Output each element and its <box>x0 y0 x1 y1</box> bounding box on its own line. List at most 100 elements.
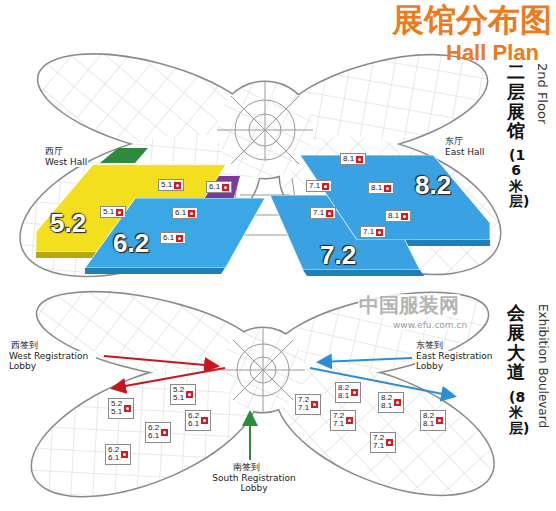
sign-text: 8.28.1 <box>381 394 392 411</box>
sign-icon <box>376 229 383 236</box>
sign-board: 7.27.1 <box>330 410 356 431</box>
hall-number: 7.2 <box>320 240 356 271</box>
sign-board: 6.26.1 <box>185 410 211 431</box>
hall-number: 8.2 <box>415 170 451 201</box>
lobby-name: 西签到 <box>10 340 39 350</box>
sign-text: 5.25.1 <box>111 400 122 417</box>
watermark: 中国服装网 <box>358 294 460 317</box>
floor-name: 会展大道 <box>506 303 526 382</box>
hall-number: 8.1 <box>343 155 354 163</box>
hall-number: 7.1 <box>363 228 374 236</box>
sign-board: 8.1 <box>340 153 366 165</box>
sign-board: 7.27.1 <box>295 394 321 415</box>
sign-board: 8.28.1 <box>378 392 404 413</box>
hall-number: 7.1 <box>333 420 344 428</box>
sign-icon <box>356 156 363 163</box>
floor-name-en: 2nd Floor <box>534 62 549 125</box>
sign-icon <box>186 391 193 398</box>
hall-number: 7.1 <box>313 209 324 217</box>
hall-name-en: West Hall <box>44 157 88 167</box>
sign-icon <box>176 235 183 242</box>
sign-icon <box>174 182 181 189</box>
hall-number: 5.1 <box>173 394 184 402</box>
hall-number: 5.1 <box>161 181 172 189</box>
floor-name-en: Exhibition Boulevard <box>535 303 549 429</box>
sign-board: 5.1 <box>100 206 126 218</box>
sign-icon <box>161 429 168 436</box>
hall-name: 东厅 <box>444 136 464 146</box>
hall-number: 7.2 <box>333 412 344 420</box>
sign-board: 6.1 <box>206 181 232 193</box>
sign-text: 7.27.1 <box>373 434 384 451</box>
sign-text: 8.28.1 <box>423 412 434 429</box>
sign-board: 5.25.1 <box>108 398 134 419</box>
sign-text: 8.1 <box>371 184 382 192</box>
hall-number: 6.2 <box>113 228 149 259</box>
subtitle: Hall Plan <box>445 40 540 65</box>
hall-number: 8.1 <box>381 402 392 410</box>
hall-number: 7.1 <box>309 182 320 190</box>
lobby-name-en: West Registration Lobby <box>8 351 96 372</box>
sign-icon <box>384 185 391 192</box>
hall-number: 6.1 <box>163 234 174 242</box>
hall-number: 7.1 <box>298 404 309 412</box>
sign-board: 6.1 <box>160 232 186 244</box>
sign-icon <box>116 209 123 216</box>
hall-number: 5.2 <box>111 400 122 408</box>
sign-text: 7.27.1 <box>333 412 344 429</box>
lobby-name-en: South Registration Lobby <box>198 473 310 494</box>
sign-board: 5.1 <box>158 179 184 191</box>
hall-shape <box>300 155 490 240</box>
sign-icon <box>188 210 195 217</box>
title: 展馆分布图 <box>391 2 553 39</box>
sign-text: 6.26.1 <box>148 424 159 441</box>
sign-icon <box>394 399 401 406</box>
hall-number: 6.1 <box>188 420 199 428</box>
floor-name: 二层展馆 <box>506 62 526 141</box>
sign-board: 7.1 <box>360 226 386 238</box>
sign-text: 7.27.1 <box>298 396 309 413</box>
sign-icon <box>201 417 208 424</box>
sign-text: 7.1 <box>313 209 324 217</box>
sign-board: 6.26.1 <box>145 422 171 443</box>
sign-text: 6.1 <box>163 234 174 242</box>
sign-board: 8.28.1 <box>335 382 361 403</box>
hall-number: 5.2 <box>50 208 86 239</box>
hall-number: 5.1 <box>111 408 122 416</box>
sign-icon <box>436 417 443 424</box>
hall-number: 6.1 <box>209 183 220 191</box>
sign-text: 5.25.1 <box>173 386 184 403</box>
sign-icon <box>121 451 128 458</box>
sign-icon <box>386 439 393 446</box>
sign-icon <box>401 213 408 220</box>
sign-text: 8.1 <box>388 212 399 220</box>
hall-number: 8.2 <box>381 394 392 402</box>
hall-number: 8.1 <box>423 420 434 428</box>
sign-text: 8.1 <box>343 155 354 163</box>
hall-number: 5.2 <box>173 386 184 394</box>
sign-board: 7.1 <box>310 207 336 219</box>
sign-text: 8.28.1 <box>338 384 349 401</box>
sign-text: 6.1 <box>175 209 186 217</box>
sign-board: 8.1 <box>385 210 411 222</box>
sign-icon <box>351 389 358 396</box>
hall-number: 7.2 <box>298 396 309 404</box>
sign-icon <box>124 405 131 412</box>
hall-number: 6.1 <box>175 209 186 217</box>
hall-number: 8.2 <box>423 412 434 420</box>
sign-text: 6.1 <box>209 183 220 191</box>
hall-number: 6.2 <box>148 424 159 432</box>
sign-text: 7.1 <box>309 182 320 190</box>
watermark-url: www.efu.com.cn <box>392 320 468 330</box>
sign-icon <box>311 401 318 408</box>
lobby-name-en: East Registration Lobby <box>415 351 501 372</box>
hall-number: 7.2 <box>373 434 384 442</box>
hall-number: 8.1 <box>388 212 399 220</box>
sign-text: 5.1 <box>103 208 114 216</box>
sign-text: 6.26.1 <box>108 446 119 463</box>
sign-text: 7.1 <box>363 228 374 236</box>
sign-board: 8.28.1 <box>420 410 446 431</box>
sign-board: 8.1 <box>368 182 394 194</box>
hall-number: 8.2 <box>338 384 349 392</box>
